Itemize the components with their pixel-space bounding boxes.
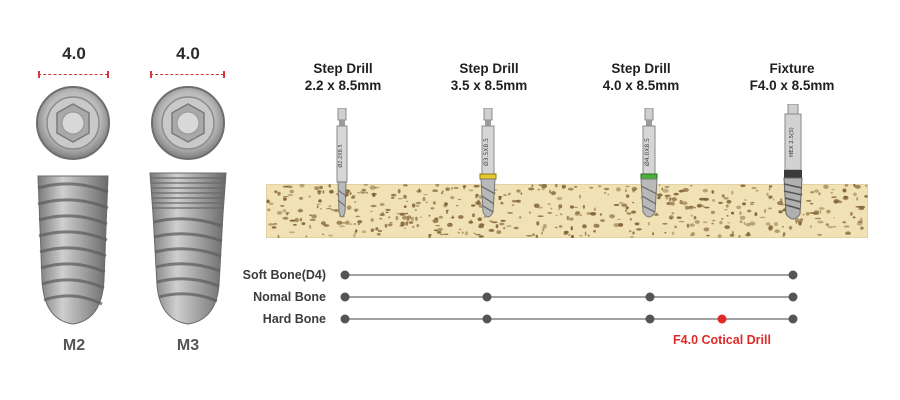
fixture-implant: HEX 2.5(S): [783, 104, 803, 220]
drill-1-marking: Ø2.2X8.5: [337, 144, 344, 167]
bone-cross-section: [266, 184, 868, 238]
drill-3-marking: Ø4.0X8.5: [644, 138, 651, 166]
normal-bone-node-fixture: [788, 292, 798, 302]
implant-m2-illustration: [36, 86, 110, 325]
step-drill-3: Ø4.0X8.5: [640, 108, 658, 218]
cortical-drill-label: F4.0 Cotical Drill: [673, 333, 771, 347]
step-4-title: Fixture F4.0 x 8.5mm: [717, 60, 867, 94]
implant-m2-diameter: 4.0: [62, 44, 86, 63]
row-label-normal-bone: Nomal Bone: [253, 290, 326, 304]
step-1-title: Step Drill 2.2 x 8.5mm: [268, 60, 418, 94]
implant-m3-illustration: [149, 86, 227, 325]
dim-tick: [38, 71, 40, 78]
row-label-hard-bone: Hard Bone: [262, 312, 326, 326]
step-4-name: Fixture: [769, 61, 815, 76]
dim-tick: [223, 71, 225, 78]
m2-top-view: [36, 86, 110, 160]
implant-m3-label: M3: [176, 337, 200, 354]
step-1-name: Step Drill: [313, 61, 373, 76]
step-1-size: 2.2 x 8.5mm: [304, 78, 382, 93]
hard-bone-node-step-1: [340, 314, 350, 324]
yellow-ring: [479, 173, 497, 180]
step-2-name: Step Drill: [459, 61, 519, 76]
step-3-title: Step Drill 4.0 x 8.5mm: [566, 60, 716, 94]
m2-dimension-line: [38, 74, 108, 75]
implant-m3-diameter: 4.0: [176, 44, 200, 63]
step-3-size: 4.0 x 8.5mm: [602, 78, 680, 93]
step-drill-2: Ø3.5X8.5: [479, 108, 497, 218]
normal-bone-node-step-3: [645, 292, 655, 302]
hard-bone-node-step-2: [482, 314, 492, 324]
drill-2-marking: Ø3.5X8.5: [483, 138, 490, 166]
fixture-collar: [784, 170, 802, 178]
hard-bone-node-fixture: [788, 314, 798, 324]
soft-bone-node-step-1: [340, 270, 350, 280]
implant-m2-label: M2: [62, 337, 86, 354]
m3-top-view: [151, 86, 225, 160]
dim-tick: [107, 71, 109, 78]
normal-bone-node-step-2: [482, 292, 492, 302]
step-drill-1: Ø2.2X8.5: [336, 108, 348, 218]
hard-bone-node-cortical-drill: [717, 314, 727, 324]
m2-side-view: [37, 175, 109, 325]
bone-pores: [266, 184, 868, 238]
green-ring: [640, 173, 658, 180]
step-3-name: Step Drill: [611, 61, 671, 76]
step-2-size: 3.5 x 8.5mm: [450, 78, 528, 93]
step-2-title: Step Drill 3.5 x 8.5mm: [414, 60, 564, 94]
soft-bone-node-fixture: [788, 270, 798, 280]
normal-bone-node-step-1: [340, 292, 350, 302]
fixture-marking: HEX 2.5(S): [789, 127, 795, 157]
m3-dimension-line: [150, 74, 224, 75]
dim-tick: [150, 71, 152, 78]
drill-sequence-lines: [340, 270, 798, 324]
hard-bone-node-step-3: [645, 314, 655, 324]
step-4-size: F4.0 x 8.5mm: [749, 78, 835, 93]
row-label-soft-bone: Soft Bone(D4): [242, 268, 326, 282]
m3-side-view: [149, 172, 227, 325]
